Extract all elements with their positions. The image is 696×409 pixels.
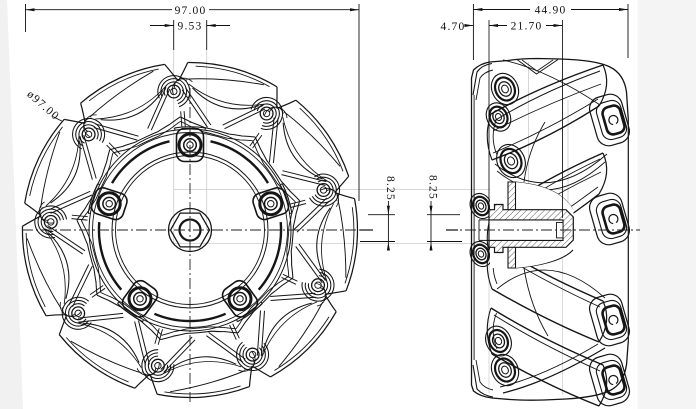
svg-text:8.25: 8.25 bbox=[384, 176, 396, 201]
svg-text:4.70: 4.70 bbox=[441, 21, 466, 33]
svg-text:44.90: 44.90 bbox=[535, 5, 567, 17]
svg-text:8.25: 8.25 bbox=[426, 175, 438, 200]
svg-text:21.70: 21.70 bbox=[511, 21, 543, 33]
svg-text:9.53: 9.53 bbox=[178, 21, 203, 33]
svg-text:97.00: 97.00 bbox=[175, 5, 207, 17]
